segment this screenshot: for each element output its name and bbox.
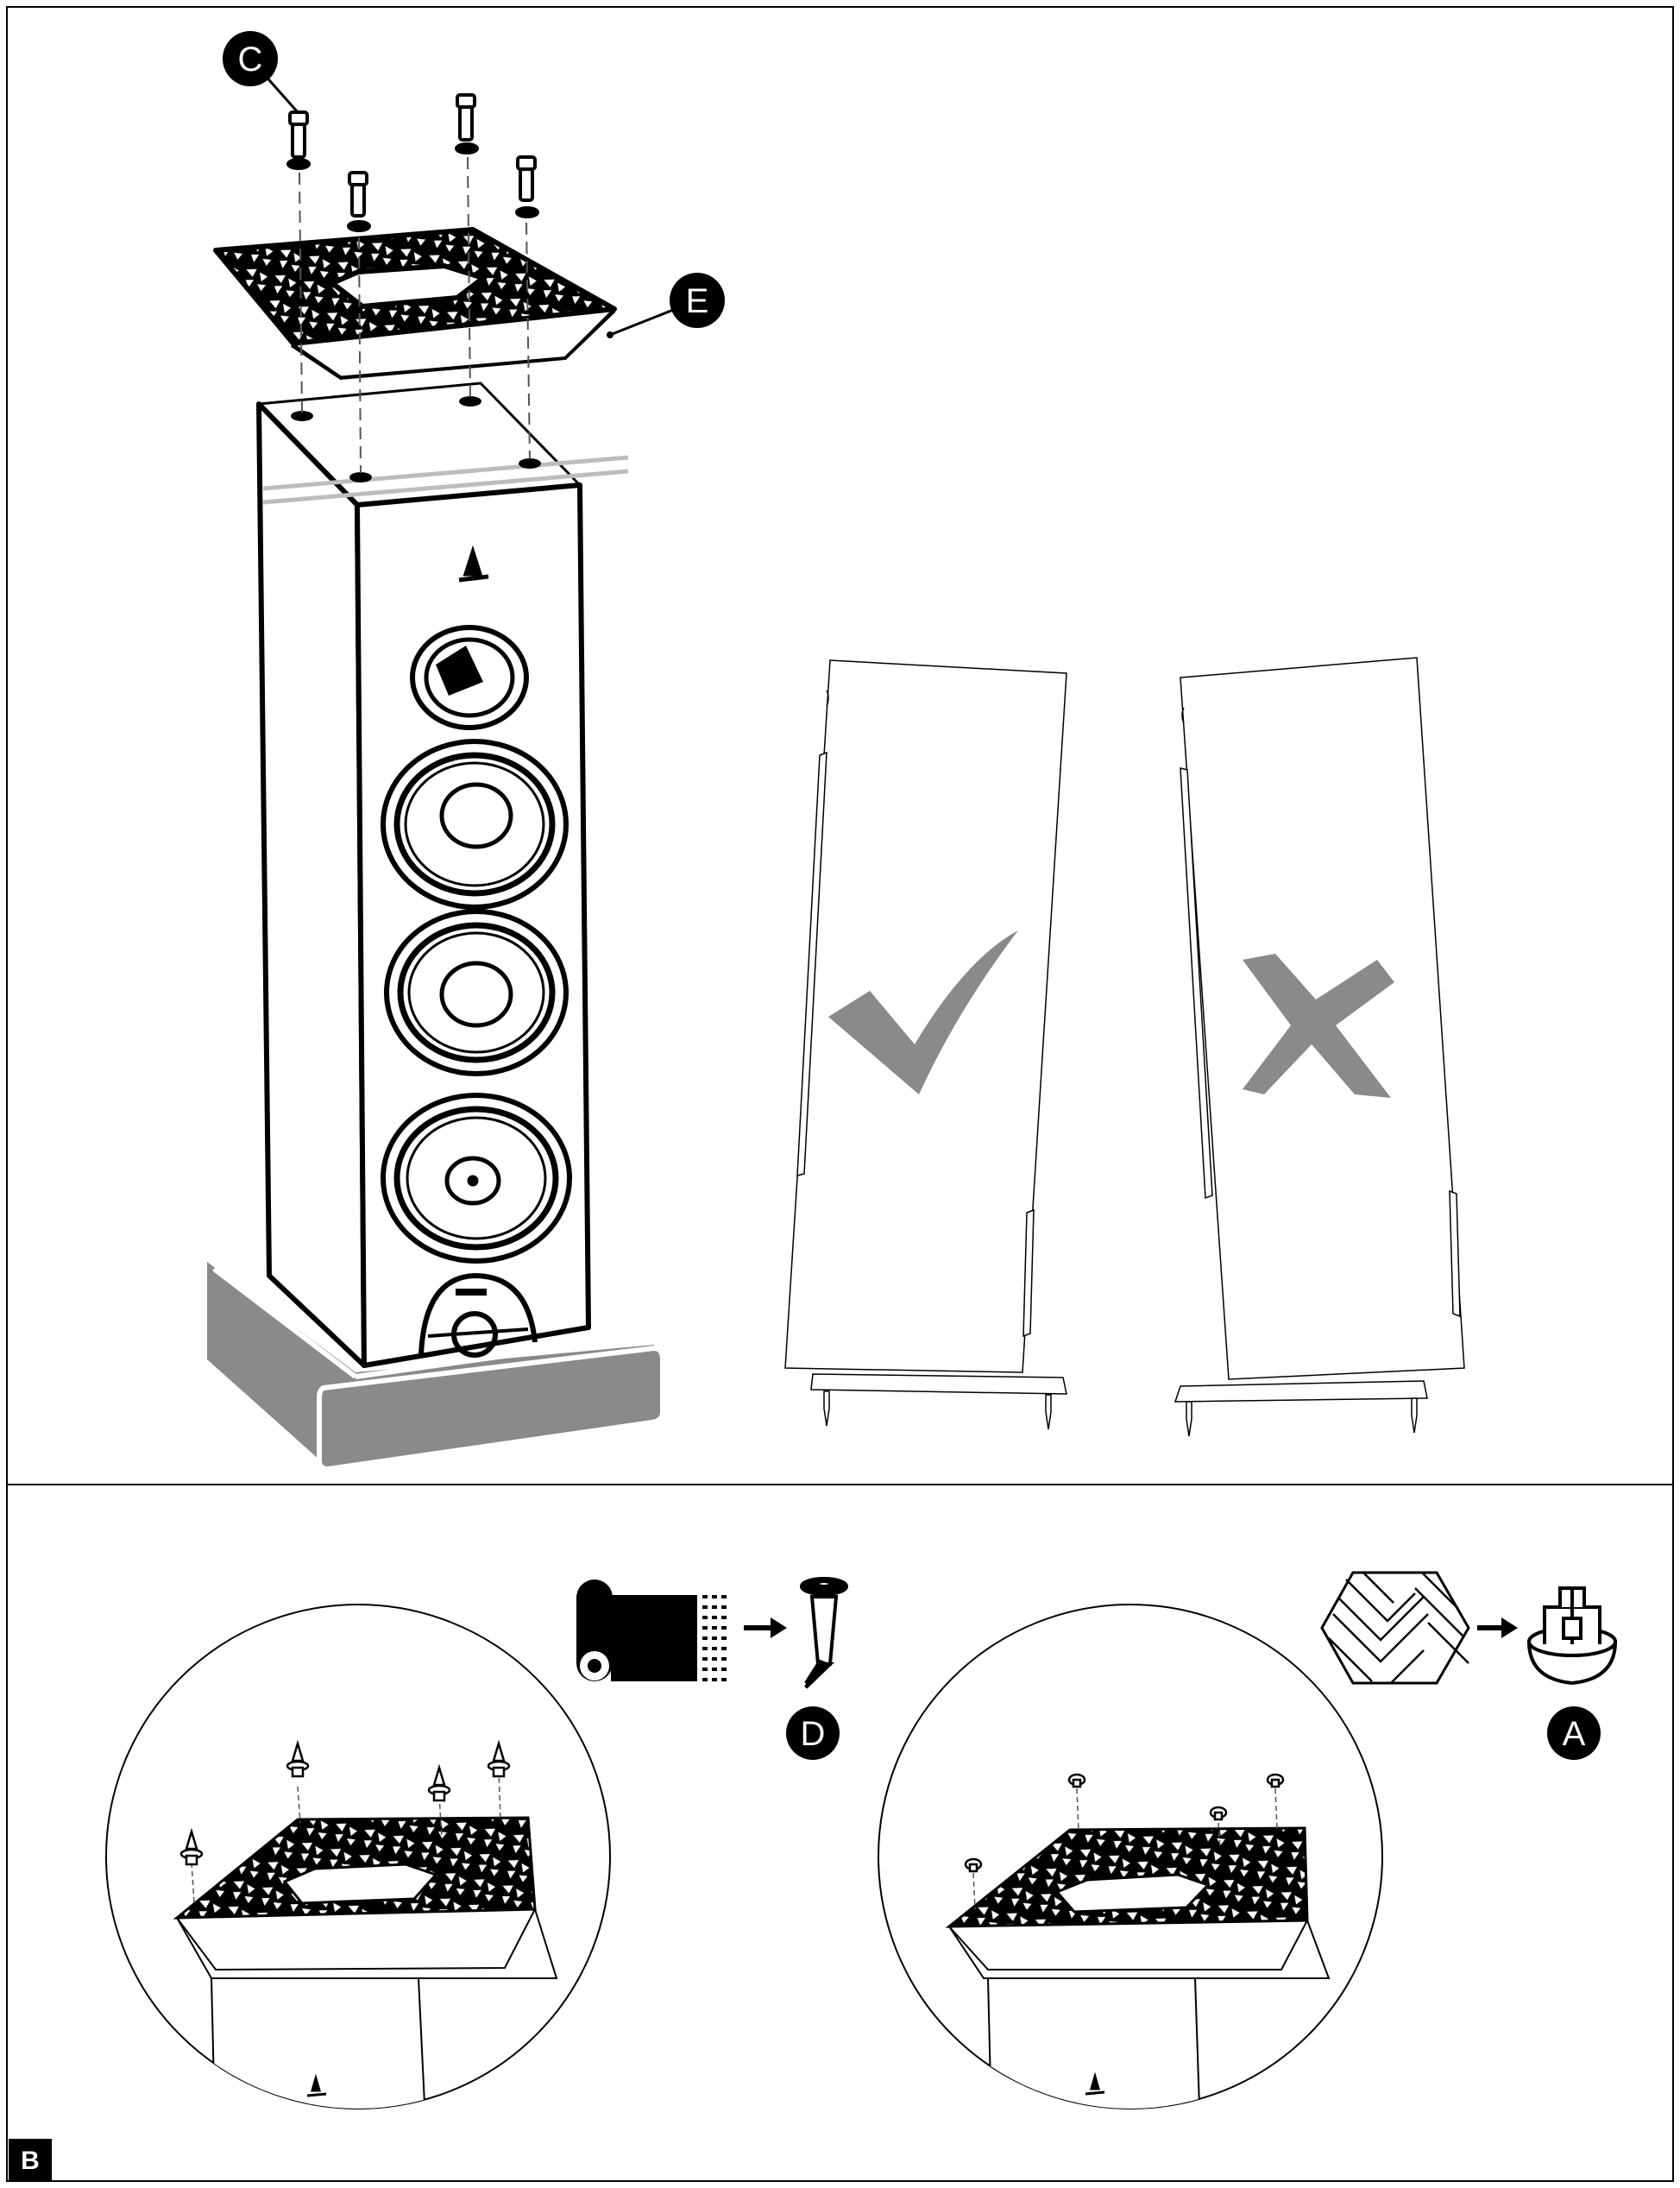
callout-e-badge — [670, 273, 725, 328]
hard-floor-icon — [1320, 1571, 1470, 1685]
correct-orientation-illustration — [784, 659, 1067, 1430]
callout-d-badge — [786, 1706, 840, 1760]
bolt-guide-lines — [299, 156, 531, 474]
callout-d-label: D — [801, 1715, 826, 1753]
top-plate-icon — [213, 227, 617, 381]
speaker-assembly-illustration: C E — [207, 31, 725, 1472]
section-marker-label: B — [21, 2147, 40, 2175]
page-border — [6, 6, 1674, 2182]
speaker-tower-icon — [255, 381, 629, 1368]
bolt-icon — [286, 93, 539, 232]
carpet-spike-detail — [105, 1604, 611, 2109]
hard-floor-pad-detail — [878, 1604, 1383, 2109]
callout-a-label: A — [1563, 1715, 1586, 1753]
cross-mark-icon — [1243, 954, 1394, 1098]
callout-c-label: C — [238, 41, 263, 79]
callout-a-badge — [1547, 1706, 1601, 1760]
spike-icon — [800, 1577, 848, 1689]
section-marker-badge — [9, 2139, 52, 2180]
incorrect-orientation-illustration — [1173, 657, 1465, 1437]
arrow-right-icon — [744, 1617, 787, 1638]
carpet-roll-icon — [576, 1580, 727, 1681]
arrow-right-icon-2 — [1477, 1617, 1518, 1638]
foot-pad-icon — [1526, 1586, 1618, 1686]
callout-e-label: E — [686, 282, 709, 320]
callout-c-badge — [223, 31, 278, 86]
check-mark-icon — [828, 930, 1018, 1094]
